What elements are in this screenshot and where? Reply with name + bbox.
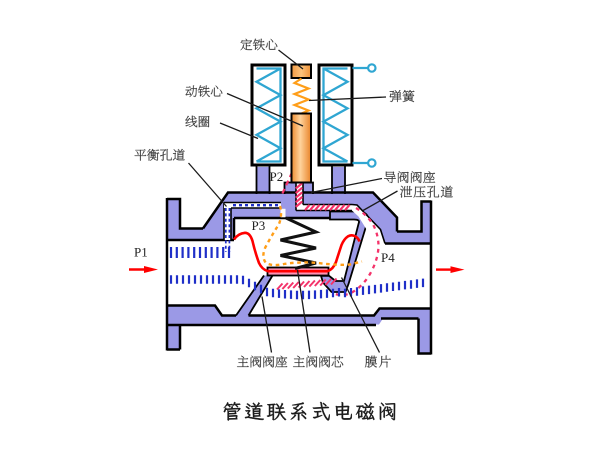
svg-text:P4: P4	[381, 250, 395, 265]
svg-text:P3: P3	[252, 218, 266, 233]
svg-text:P2: P2	[270, 169, 284, 184]
svg-text:P1: P1	[134, 245, 148, 260]
